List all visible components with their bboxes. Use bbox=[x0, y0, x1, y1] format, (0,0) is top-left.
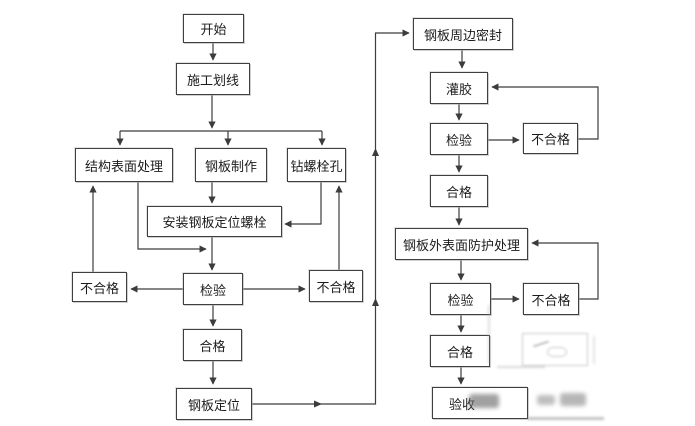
edge-surface-join bbox=[137, 182, 207, 253]
node-start: 开始 bbox=[183, 14, 244, 43]
mid-line-arrows bbox=[314, 148, 379, 408]
mid-arrow-right bbox=[314, 400, 322, 408]
edge-fail2-protect-loop bbox=[531, 239, 599, 300]
edge-fail1-glue-loop bbox=[491, 83, 599, 140]
node-acceptance: 验收 bbox=[432, 387, 528, 419]
node-drill-bolt-holes: 钻螺栓孔 bbox=[287, 148, 346, 182]
node-pass-left: 合格 bbox=[183, 329, 242, 361]
node-inspect-left: 检验 bbox=[183, 273, 243, 305]
node-glue-injection: 灌胶 bbox=[430, 72, 488, 104]
node-construction-scribing: 施工划线 bbox=[176, 63, 250, 95]
node-steel-plate-fabrication: 钢板制作 bbox=[195, 148, 267, 182]
node-fail-mid: 不合格 bbox=[309, 270, 363, 302]
node-pass-right-2: 合格 bbox=[430, 335, 490, 367]
node-fail-left: 不合格 bbox=[72, 272, 127, 302]
node-outer-surface-protection: 钢板外表面防护处理 bbox=[395, 228, 528, 260]
node-structure-surface-treatment: 结构表面处理 bbox=[75, 148, 173, 182]
edge-position-seal bbox=[252, 29, 410, 405]
mid-arrow-up-2 bbox=[372, 298, 379, 306]
node-pass-right-1: 合格 bbox=[430, 175, 488, 207]
mid-arrow-up-1 bbox=[372, 148, 379, 156]
node-inspect-right-1: 检验 bbox=[430, 123, 488, 155]
edge-drill-install bbox=[284, 182, 322, 228]
node-steel-plate-positioning: 钢板定位 bbox=[176, 388, 252, 420]
node-seal-plate-edges: 钢板周边密封 bbox=[413, 18, 513, 50]
node-fail-right-2: 不合格 bbox=[523, 283, 579, 315]
node-fail-right-1: 不合格 bbox=[523, 123, 578, 154]
node-install-positioning-bolts: 安装钢板定位螺栓 bbox=[147, 206, 282, 237]
node-inspect-right-2: 检验 bbox=[430, 283, 491, 315]
